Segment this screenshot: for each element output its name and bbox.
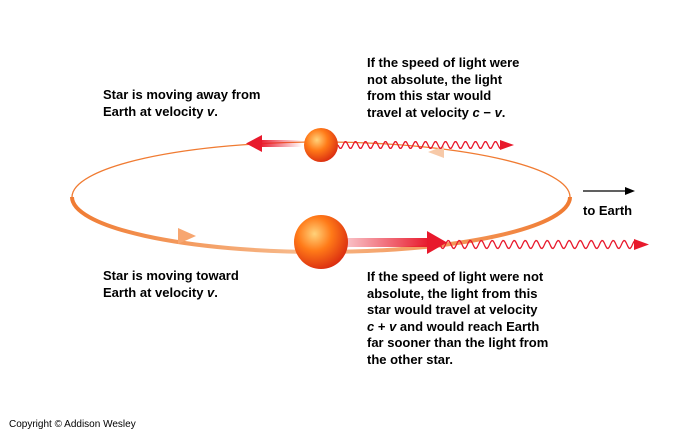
away-label: Star is moving away from Earth at veloci… [103,87,261,119]
copyright-notice: Copyright © Addison Wesley [9,419,136,430]
velocity-variable: v [207,284,215,300]
slow-light-label: If the speed of light were not absolute,… [367,55,520,120]
velocity-variable: v [207,103,215,119]
approaching-star [294,215,348,269]
slow-light-wave [337,140,514,150]
light-speed-variable: c [472,104,480,120]
receding-star [304,128,338,162]
light-speed-variable: c [367,318,375,334]
toward-label: Star is moving toward Earth at velocity … [103,268,239,300]
orbit-direction-arrow-back [428,146,444,158]
to-earth-label: to Earth [583,203,633,218]
to-earth-arrow [583,187,635,195]
toward-motion-arrow [345,231,447,254]
velocity-variable: v [494,104,502,120]
orbit-direction-arrow-front [178,228,196,244]
fast-light-label: If the speed of light were not absolute,… [367,269,549,367]
away-motion-arrow [246,135,302,152]
away-label-line1: Star is moving away from [103,87,261,102]
fast-light-wave [439,239,649,250]
velocity-variable: v [389,318,397,334]
